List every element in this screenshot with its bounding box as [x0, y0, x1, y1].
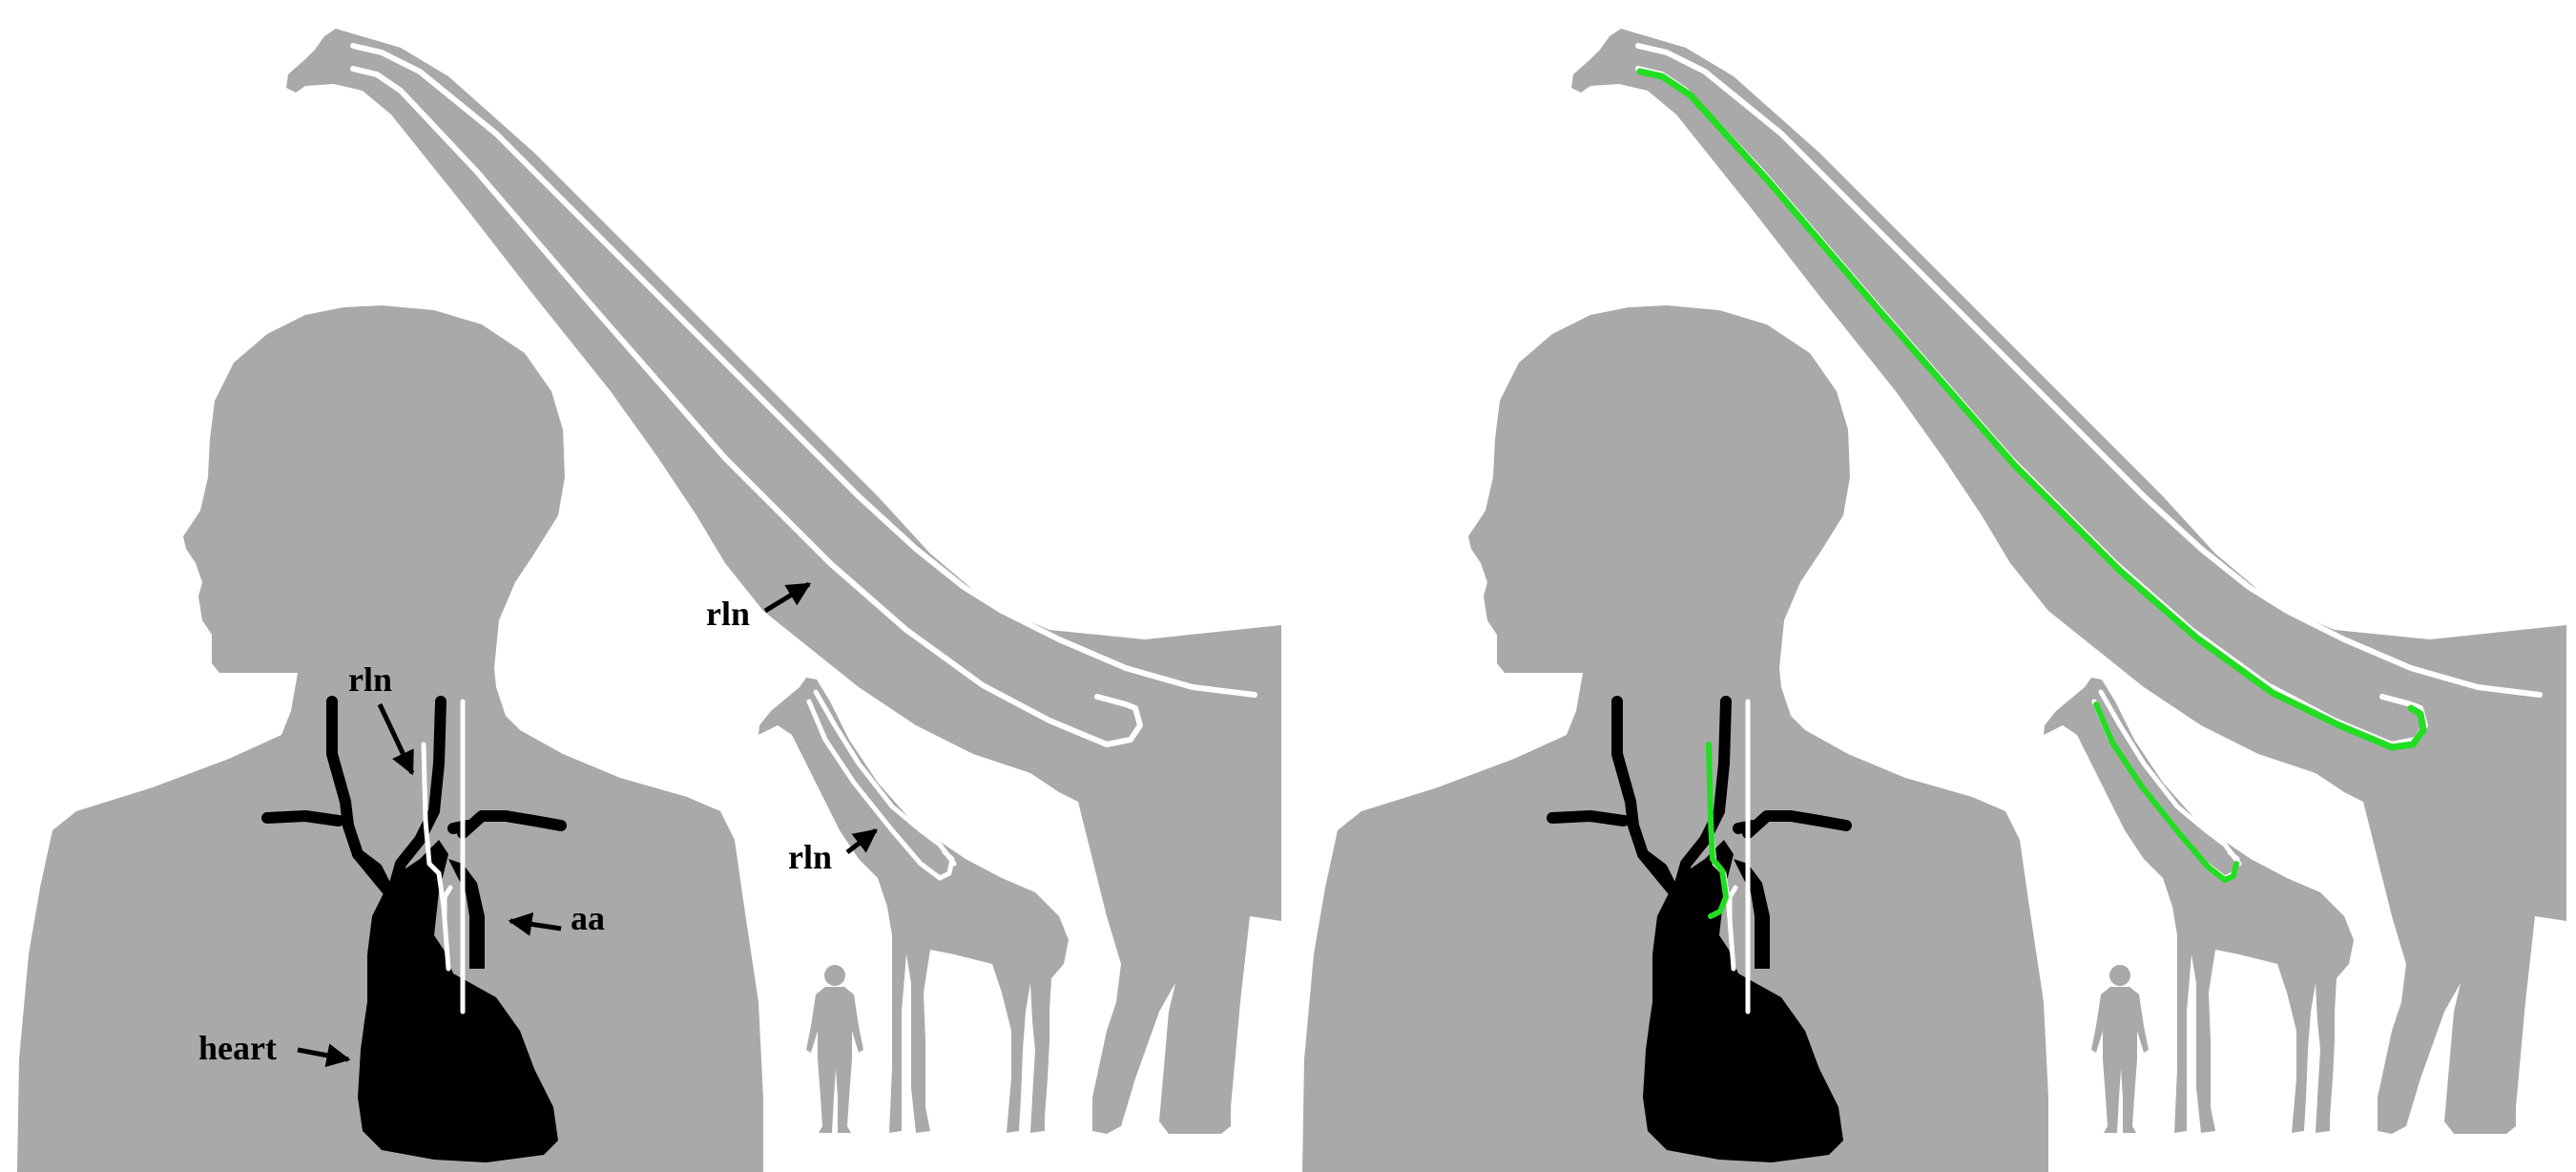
arrow-rln-human: [377, 702, 415, 776]
label-aa: aa: [571, 899, 605, 937]
arrow-rln-sauropod: [763, 581, 812, 614]
label-heart: heart: [198, 1029, 277, 1067]
left-panel: rln rln rln aa heart: [17, 29, 1281, 1172]
small-human-silhouette: [806, 965, 863, 1133]
small-human-silhouette: [2091, 965, 2149, 1133]
human-rln-highlight: [1706, 742, 1729, 919]
arrow-rln-giraffe: [845, 828, 878, 854]
right-panel: [1302, 29, 2566, 1172]
label-rln-human: rln: [348, 660, 392, 699]
sauropod-rln-highlight: [1636, 68, 2427, 751]
label-rln-sauropod: rln: [706, 595, 750, 633]
arrow-heart: [297, 1043, 351, 1068]
label-rln-giraffe: rln: [788, 838, 832, 876]
giraffe-rln-highlight: [2093, 701, 2239, 883]
arrow-aa: [508, 911, 562, 936]
